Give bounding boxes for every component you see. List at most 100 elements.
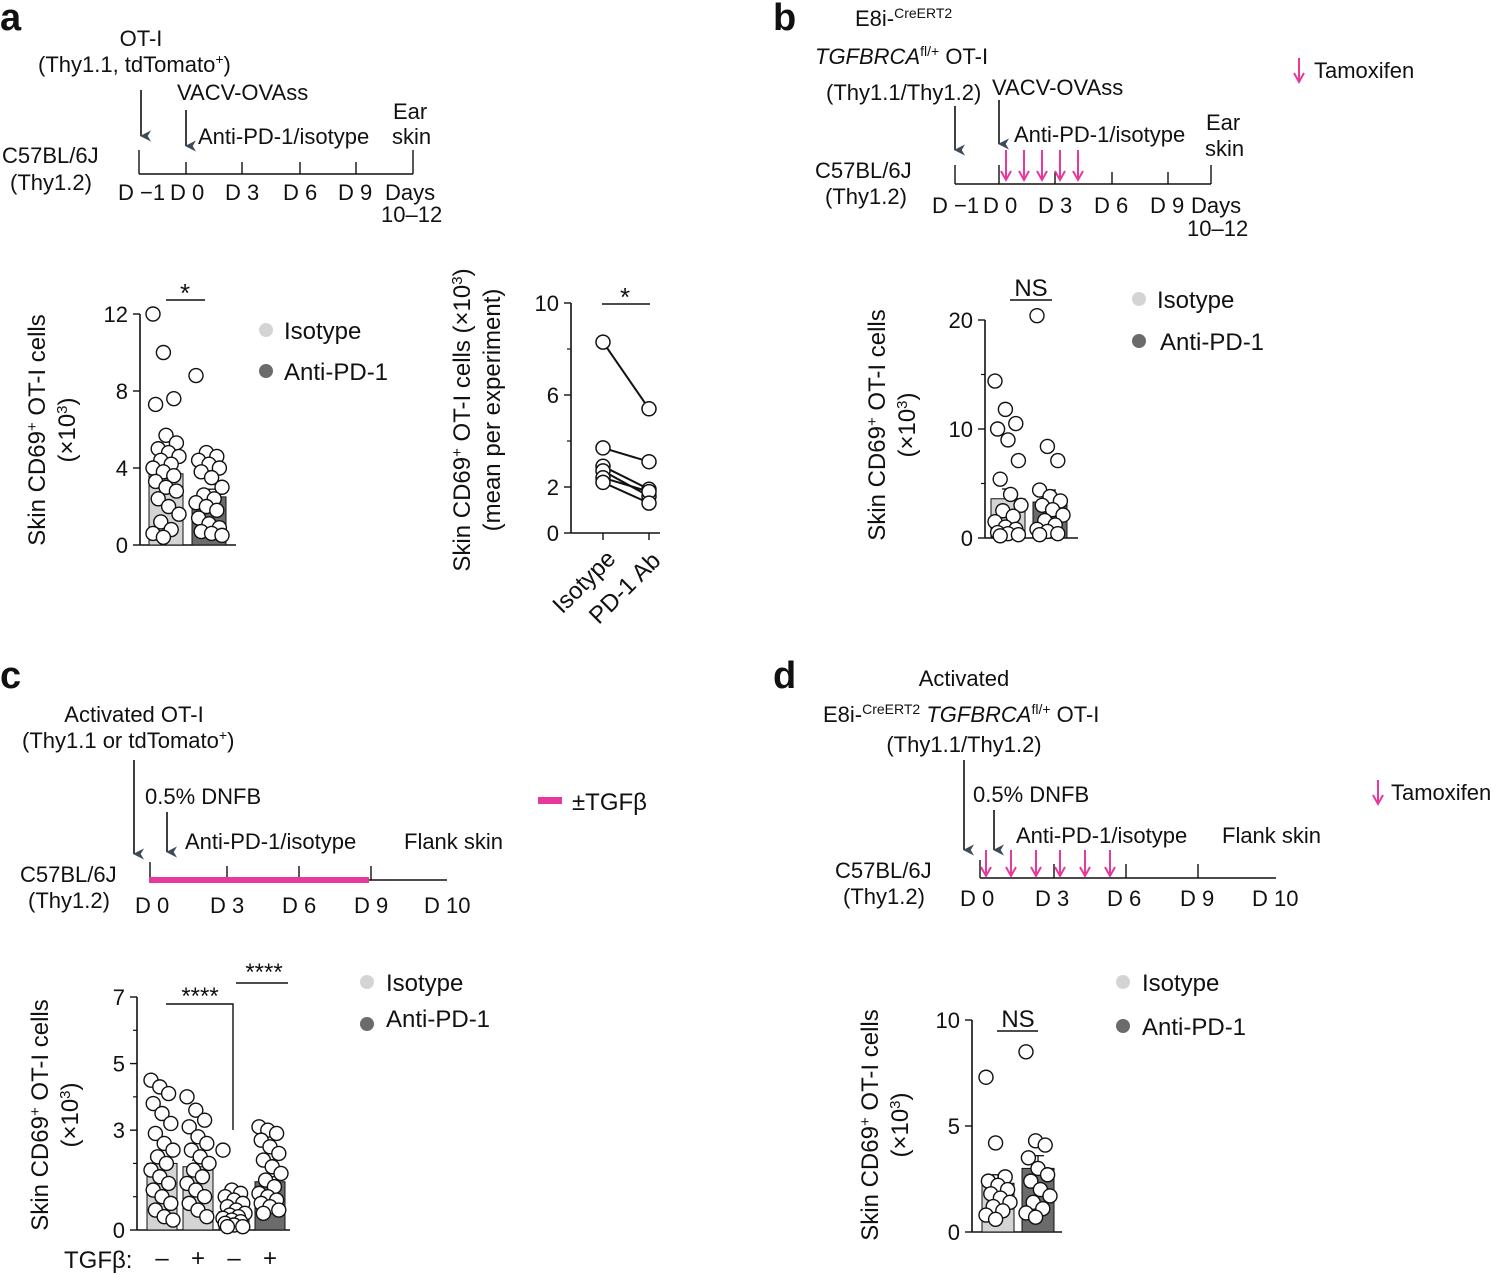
panel-label-c: c	[0, 655, 21, 697]
timeline-d-gene-line1: E8i-CreERT2 TGFBRCAfl/+ OT-I	[823, 701, 1099, 727]
legend-d-isotype: Isotype	[1142, 970, 1219, 997]
data-point	[641, 495, 657, 511]
data-point	[145, 306, 161, 322]
data-point	[188, 367, 204, 384]
chart-c-ylabel: Skin CD69+ OT-I cells	[27, 999, 55, 1231]
timeline-d-tick-label: D 9	[1180, 886, 1214, 911]
data-point	[145, 1095, 161, 1112]
chart-c-sig1: ****	[181, 983, 218, 1010]
data-point	[196, 1112, 213, 1128]
y-tick-label: 3	[113, 1118, 125, 1143]
timeline-c-harvest: Flank skin	[404, 829, 503, 854]
timeline-c-cell-line1: Activated OT-I	[64, 702, 203, 727]
timeline-b-tick-label: D −1	[932, 193, 979, 218]
timeline-c-host2: (Thy1.2)	[28, 888, 110, 913]
legend-a-isotype: Isotype	[284, 318, 361, 345]
legend-b-tamoxifen-icon	[1293, 58, 1305, 85]
timeline-d-tamoxifen-arrows	[980, 850, 1116, 879]
y-tick-label: 5	[113, 1052, 125, 1077]
timeline-c-tick-label: D 3	[210, 893, 244, 918]
data-point	[1031, 527, 1048, 543]
timeline-b-treatment: Anti-PD-1/isotype	[1014, 122, 1185, 147]
data-point	[209, 502, 225, 519]
y-tick-label: 2	[547, 475, 559, 500]
timeline-b-gene-line2: TGFBRCAfl/+ OT-I	[815, 43, 988, 69]
data-point	[194, 1169, 211, 1185]
timeline-b-tick-label: D 9	[1150, 193, 1184, 218]
data-point	[1039, 1167, 1056, 1183]
timeline-b-tick-label: D 3	[1038, 193, 1072, 218]
data-point	[165, 1212, 181, 1228]
y-tick-label: 20	[949, 308, 973, 333]
timeline-c-tick-label: D 10	[424, 893, 470, 918]
data-point	[160, 1175, 177, 1192]
timeline-a-days2: 10–12	[381, 202, 442, 227]
chart-c-tgfb-row-value: –	[155, 1245, 169, 1272]
data-point	[641, 401, 657, 417]
data-point	[179, 1089, 195, 1105]
panel-label-b: b	[773, 0, 796, 39]
data-point	[203, 469, 220, 486]
legend-b-antipd1: Anti-PD-1	[1160, 329, 1264, 356]
legend-d-antipd1-marker	[1116, 1019, 1130, 1033]
timeline-d-tick-label: D 6	[1107, 886, 1141, 911]
tamoxifen-arrowhead	[1104, 866, 1116, 879]
timeline-a-harvest1: Ear	[393, 99, 427, 124]
data-point	[214, 527, 230, 544]
y-tick-label: 8	[116, 379, 128, 404]
timeline-b-host2: (Thy1.2)	[825, 184, 907, 209]
timeline-b-host1: C57BL/6J	[815, 158, 912, 183]
timeline-a-harvest2: skin	[392, 124, 431, 149]
data-point	[271, 1145, 287, 1162]
data-point	[595, 440, 611, 456]
data-point	[992, 471, 1008, 487]
chart-b-sig: NS	[1014, 275, 1047, 302]
data-point	[1042, 1188, 1058, 1204]
timeline-d-treatment: Anti-PD-1/isotype	[1016, 823, 1187, 848]
data-point	[199, 1208, 215, 1225]
timeline-c-tick-label: D 9	[354, 893, 388, 918]
timeline-a-days1: Days	[385, 180, 435, 205]
data-point	[199, 1135, 215, 1152]
y-tick-label: 10	[949, 417, 973, 442]
data-point	[641, 453, 657, 470]
panel-d: d Activated E8i-CreERT2 TGFBRCAfl/+ OT-I…	[773, 655, 1491, 1245]
y-tick-label: 0	[961, 526, 973, 551]
data-point	[201, 1155, 217, 1172]
timeline-b: E8i-CreERT2 TGFBRCAfl/+ OT-I (Thy1.1/Thy…	[815, 5, 1414, 241]
timeline-b-tick-label: D 0	[983, 193, 1017, 218]
tamoxifen-arrowhead	[1030, 866, 1042, 879]
timeline-c-treatment: Anti-PD-1/isotype	[185, 829, 356, 854]
data-point	[1008, 415, 1024, 432]
data-point	[255, 1205, 272, 1222]
tamoxifen-arrowhead	[980, 866, 992, 879]
data-point	[163, 1115, 179, 1132]
data-point	[154, 1105, 170, 1122]
chart-c-tgfb-row-value: +	[263, 1245, 277, 1272]
data-point	[1002, 486, 1019, 503]
data-point	[992, 528, 1008, 544]
timeline-d-tick-label: D 3	[1035, 886, 1069, 911]
pair-line	[602, 481, 650, 505]
data-point	[987, 1135, 1004, 1151]
tamoxifen-arrowhead	[1000, 170, 1012, 183]
chart-d-ylabel: Skin CD69+ OT-I cells	[857, 1009, 885, 1241]
y-tick-label: 0	[547, 521, 559, 546]
timeline-c-sensitizer: 0.5% DNFB	[145, 784, 261, 809]
data-point	[147, 1125, 164, 1142]
data-point	[997, 401, 1014, 418]
timeline-b-tick-label: D 6	[1094, 193, 1128, 218]
legend-b-tamoxifen: Tamoxifen	[1314, 58, 1414, 83]
chart-d-sig: NS	[1001, 1006, 1034, 1033]
timeline-a-treatment: Anti-PD-1/isotype	[198, 124, 369, 149]
data-point	[171, 506, 187, 522]
timeline-a-cell-line2: (Thy1.1, tdTomato+)	[38, 51, 231, 77]
data-point	[978, 1069, 994, 1085]
chart-d-ylabel-unit: (×103)	[887, 1092, 915, 1157]
